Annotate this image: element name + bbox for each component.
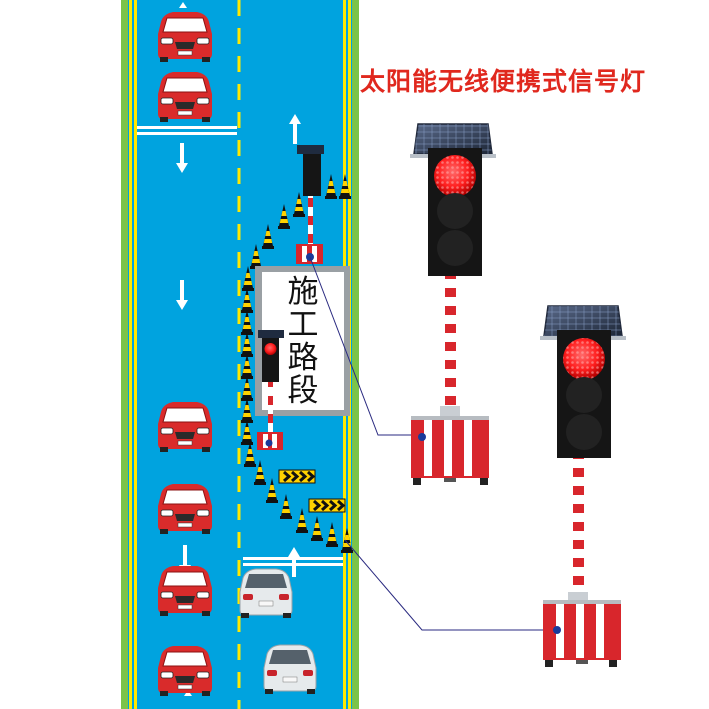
car-icon: [263, 644, 317, 695]
solar-signal-large-2: [540, 305, 626, 667]
sign-char: 工: [287, 307, 319, 343]
sign-char: 路: [287, 340, 319, 376]
car-icon: [157, 645, 213, 697]
battery-box: [411, 416, 489, 485]
car-icon: [157, 401, 213, 453]
car-icon: [157, 71, 213, 123]
traffic-light-icon: [557, 330, 611, 458]
page-title: 太阳能无线便携式信号灯: [360, 67, 647, 96]
car-icon: [157, 565, 213, 617]
road-signal-middle: [257, 330, 284, 450]
sign-char: 段: [287, 373, 319, 409]
battery-box: [543, 600, 621, 667]
construction-sign-label: 施 工 路 段: [262, 274, 344, 410]
car-icon: [157, 483, 213, 535]
chevron-sign-icon: [307, 497, 347, 514]
car-icon: [239, 568, 293, 619]
car-icon: [157, 11, 213, 63]
sign-char: 施: [287, 274, 319, 310]
solar-signal-large-1: [410, 123, 496, 485]
connector-line: [344, 539, 555, 631]
traffic-light-icon: [428, 148, 482, 276]
road-signal-top: [296, 145, 324, 264]
chevron-sign-icon: [277, 468, 317, 485]
connector-line: [309, 256, 420, 436]
